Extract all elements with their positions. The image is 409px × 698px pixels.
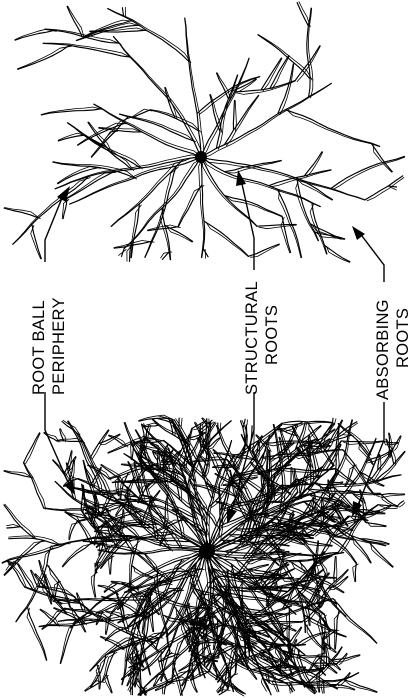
root-line: [160, 209, 170, 260]
root-line: [206, 222, 248, 257]
root-line: [251, 245, 280, 257]
root-line: [5, 540, 44, 575]
root-line: [9, 538, 60, 545]
root-line: [15, 30, 54, 40]
label-absorbing-roots-line2: ROOTS: [394, 308, 409, 368]
root-line: [5, 504, 37, 539]
root-line: [24, 433, 40, 463]
top-root-collar: [195, 151, 207, 163]
root-line: [61, 620, 76, 663]
root-line: [203, 158, 365, 200]
bottom-root-collar: [199, 543, 215, 559]
root-line: [178, 185, 202, 227]
root-line: [24, 463, 44, 509]
root-line: [108, 8, 191, 62]
root-line: [297, 3, 308, 26]
root-line: [249, 244, 280, 256]
root-line: [281, 217, 290, 253]
root-line: [210, 95, 220, 132]
root-line: [336, 557, 337, 584]
root-line: [325, 245, 350, 261]
root-line: [108, 9, 189, 62]
root-line: [377, 495, 405, 498]
root-line: [40, 610, 57, 626]
root-line: [367, 178, 404, 201]
root-line: [131, 204, 139, 258]
root-line: [205, 657, 219, 658]
root-line: [390, 187, 396, 190]
root-line: [320, 561, 327, 575]
sparse-root-system: [4, 2, 404, 263]
root-line: [333, 418, 334, 423]
label-absorbing-roots-line1: ABSORBING: [374, 299, 392, 400]
root-line: [41, 109, 102, 115]
root-line: [199, 460, 214, 500]
root-line: [201, 157, 365, 200]
label-root-ball-periphery-line2: PERIPHERY: [50, 297, 68, 395]
root-line: [335, 600, 377, 644]
root-line: [313, 663, 338, 664]
root-line: [217, 73, 229, 99]
root-line: [92, 430, 109, 459]
root-line: [7, 527, 21, 528]
root-line: [102, 130, 116, 145]
root-line: [145, 166, 176, 258]
root-line: [289, 685, 290, 694]
root-line: [114, 241, 154, 248]
root-line: [286, 110, 380, 147]
root-line: [120, 114, 194, 141]
label-structural-roots-line2: ROOTS: [263, 305, 281, 365]
root-line: [125, 481, 176, 482]
root-line: [26, 433, 41, 464]
root-line: [365, 176, 403, 200]
root-line: [101, 465, 122, 482]
root-line: [380, 454, 381, 471]
root-line: [63, 542, 93, 567]
root-line: [185, 605, 195, 630]
root-line: [105, 675, 112, 693]
root-line: [165, 225, 193, 241]
root-line: [333, 599, 377, 644]
root-line: [231, 564, 268, 574]
root-line: [4, 208, 38, 218]
root-line: [331, 482, 343, 483]
label-root-ball-periphery-line1: ROOT BALL: [30, 300, 48, 395]
root-line: [44, 433, 57, 441]
root-line: [233, 101, 234, 131]
root-line: [258, 35, 310, 79]
root-line: [150, 110, 199, 131]
label-structural-roots-line1: STRUCTURAL: [243, 281, 261, 395]
root-line: [342, 679, 377, 692]
